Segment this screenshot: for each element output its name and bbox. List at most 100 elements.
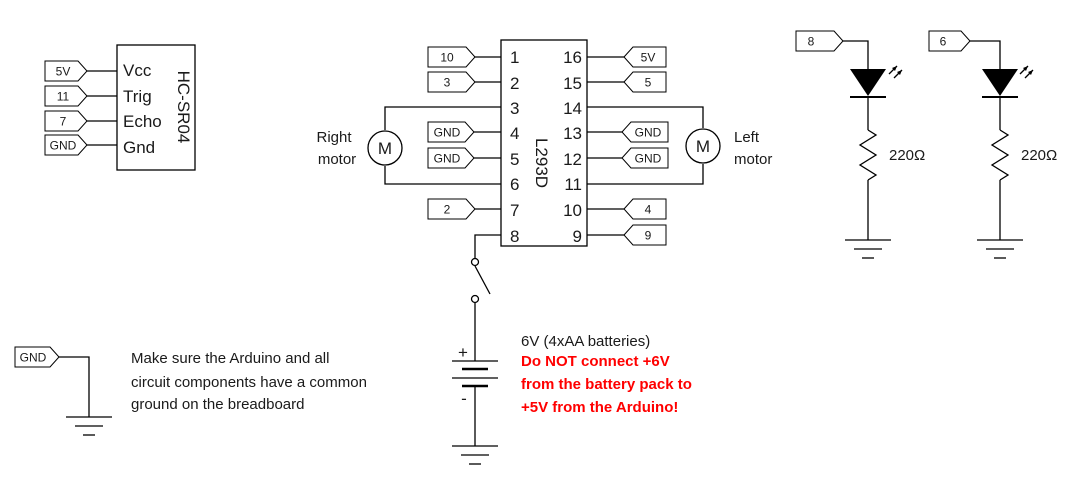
led1-flag-label: 8	[808, 35, 815, 49]
led2-diode-icon	[982, 69, 1018, 96]
led1-flag	[795, 30, 844, 52]
ground-icon	[66, 416, 112, 436]
battery-plus: +	[458, 343, 468, 362]
pin-5: 5	[510, 150, 519, 169]
flag-pin16-label: 5V	[641, 51, 656, 65]
battery-warning-line2: from the battery pack to	[521, 376, 692, 393]
pin-11: 11	[564, 175, 582, 194]
led1-resistor-icon	[858, 129, 878, 181]
battery-label: 6V (4xAA batteries)	[521, 333, 650, 350]
flag-pin15-label: 5	[645, 76, 652, 90]
flag-pin2	[427, 71, 476, 93]
led-circuit-2: 6 220Ω	[928, 30, 1057, 259]
pin-8: 8	[510, 227, 519, 246]
pin-16: 16	[563, 48, 582, 67]
flag-pin7-label: 2	[444, 203, 451, 217]
sensor-flag-gnd-label: GND	[50, 139, 77, 153]
battery-circuit: + - 6V (4xAA batteries) Do NOT connect +…	[452, 234, 692, 465]
left-motor-label-line1: Left	[734, 129, 760, 146]
flag-pin4	[427, 121, 475, 143]
hc-sr04-name: HC-SR04	[174, 71, 193, 144]
pin-14: 14	[563, 99, 582, 118]
flag-pin12-label: GND	[635, 152, 662, 166]
led2-flag	[928, 30, 971, 52]
sensor-flag-vcc-label: 5V	[56, 65, 71, 79]
common-ground-note: GND Make sure the Arduino and all circui…	[14, 346, 367, 436]
hc-sr04-sensor: HC-SR04 Vcc Trig Echo Gnd 5V 11 7 GND	[44, 44, 196, 171]
sensor-flag-trig-label: 11	[57, 90, 70, 104]
flag-pin16	[623, 46, 667, 68]
right-motor: M Right motor	[316, 106, 501, 185]
flag-pin1-label: 10	[440, 51, 454, 65]
hc-sr04-body	[116, 44, 196, 171]
flag-pin9	[623, 224, 667, 246]
right-motor-symbol	[367, 130, 403, 166]
pin-3: 3	[510, 99, 519, 118]
left-motor-m: M	[696, 137, 710, 156]
flag-pin1	[427, 46, 476, 68]
sensor-pin-trig: Trig	[123, 87, 152, 106]
flag-pin5-label: GND	[434, 152, 461, 166]
flag-pin9-label: 9	[645, 229, 652, 243]
right-motor-label-line1: Right	[316, 129, 352, 146]
sensor-flag-vcc	[44, 60, 88, 82]
pin-7: 7	[510, 201, 519, 220]
right-motor-label-line2: motor	[318, 151, 356, 168]
battery-symbol	[452, 360, 498, 388]
pin-10: 10	[563, 201, 582, 220]
l293d-body	[500, 39, 588, 247]
led1-diode-icon	[850, 69, 886, 96]
battery-warning-line3: +5V from the Arduino!	[521, 399, 678, 416]
ground-note-line3: ground on the breadboard	[131, 396, 304, 413]
switch-bottom-contact	[470, 294, 480, 304]
sensor-pin-gnd: Gnd	[123, 138, 155, 157]
led1-resistor-label: 220Ω	[889, 147, 925, 164]
right-motor-m: M	[378, 139, 392, 158]
flag-pin12	[621, 147, 669, 169]
pin-2: 2	[510, 74, 519, 93]
led2-flag-label: 6	[940, 35, 947, 49]
flag-pin10	[623, 198, 667, 220]
ground-note-flag	[14, 346, 60, 368]
flag-pin7	[427, 198, 476, 220]
flag-pin13-label: GND	[635, 126, 662, 140]
sensor-flag-echo-label: 7	[60, 115, 67, 129]
flag-pin10-label: 4	[645, 203, 652, 217]
ground-note-flag-label: GND	[20, 351, 47, 365]
battery-warning-line1: Do NOT connect +6V	[521, 353, 670, 370]
flag-pin4-label: GND	[434, 126, 461, 140]
led2-resistor-icon	[990, 129, 1010, 181]
flag-pin13	[621, 121, 669, 143]
pin-15: 15	[563, 74, 582, 93]
led2-resistor-label: 220Ω	[1021, 147, 1057, 164]
pin-4: 4	[510, 124, 519, 143]
battery-ground-icon	[452, 445, 498, 465]
flag-pin2-label: 3	[444, 76, 451, 90]
switch-top-contact	[470, 257, 480, 267]
sensor-flag-trig	[44, 85, 88, 107]
sensor-pin-echo: Echo	[123, 112, 162, 131]
pin-9: 9	[573, 227, 582, 246]
flag-pin15	[623, 71, 667, 93]
l293d-name: L293D	[532, 138, 551, 188]
led1-light-icon	[888, 65, 903, 79]
left-motor-symbol	[685, 128, 721, 164]
battery-minus: -	[461, 389, 467, 408]
led2-light-icon	[1019, 65, 1034, 79]
pin-13: 13	[563, 124, 582, 143]
sensor-flag-echo	[44, 110, 88, 132]
ground-note-line1: Make sure the Arduino and all	[131, 350, 329, 367]
l293d-driver: L293D 1 2 3 4 5 6 7 8 16 15 14 13 12 11 …	[427, 39, 669, 247]
left-motor: M Left motor	[587, 106, 772, 185]
pin-12: 12	[563, 150, 582, 169]
led-circuit-1: 8 220Ω	[795, 30, 925, 259]
sensor-pin-vcc: Vcc	[123, 61, 152, 80]
flag-pin5	[427, 147, 475, 169]
switch-lever	[474, 265, 491, 295]
ground-note-line2: circuit components have a common	[131, 374, 367, 391]
sensor-flag-gnd	[44, 134, 88, 156]
pin-6: 6	[510, 175, 519, 194]
pin-1: 1	[510, 48, 519, 67]
left-motor-label-line2: motor	[734, 151, 772, 168]
